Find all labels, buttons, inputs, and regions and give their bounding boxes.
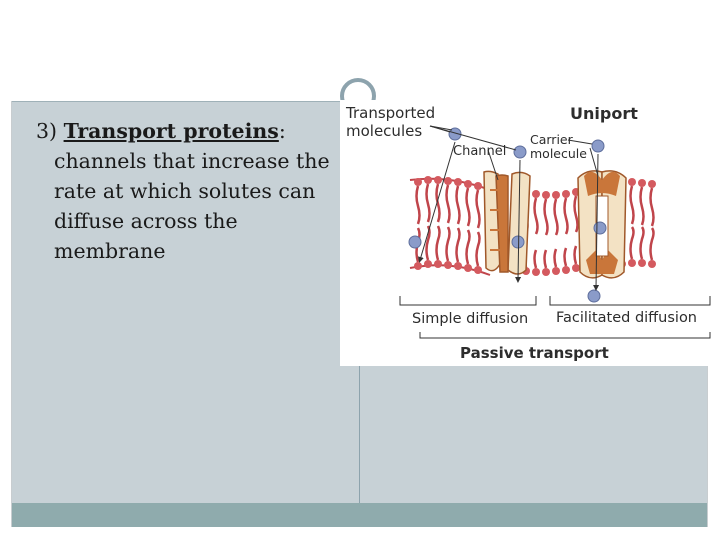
colon: :	[278, 119, 286, 143]
carrier-molecule-label: Carrier molecule	[530, 132, 587, 161]
diagram-graphic	[399, 125, 711, 339]
transport-diagram: Transported molecules Uniport Channel Ca…	[340, 100, 720, 366]
molecules	[408, 127, 607, 303]
uniport-label: Uniport	[570, 104, 638, 123]
passive-transport-label: Passive transport	[460, 344, 609, 362]
footer-bar	[12, 503, 707, 527]
description: channels that increase the rate at which…	[54, 149, 330, 263]
transported-molecules-label: Transported molecules	[346, 104, 436, 140]
channel-label: Channel	[453, 144, 507, 159]
term: Transport proteins	[63, 119, 279, 143]
facilitated-diffusion-label: Facilitated diffusion	[556, 310, 697, 326]
arrows	[399, 125, 711, 339]
bullet-text: 3) Transport proteins: channels that inc…	[36, 116, 336, 266]
bullet-heading: 3) Transport proteins:	[36, 116, 336, 146]
point-number: 3)	[36, 119, 58, 143]
simple-diffusion-label: Simple diffusion	[412, 311, 529, 327]
channel-protein	[483, 170, 531, 275]
